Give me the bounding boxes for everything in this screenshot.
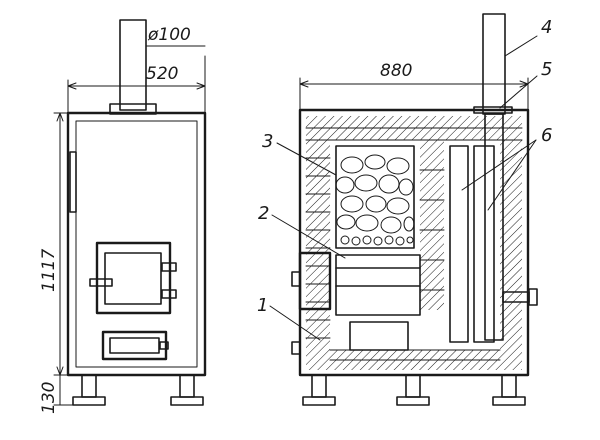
section-chimney-pipe	[482, 13, 506, 115]
section-leg-left	[311, 374, 327, 398]
heater-stones	[335, 154, 415, 246]
callout-5: 5	[541, 59, 552, 80]
firebox-door-outer	[95, 241, 172, 315]
callout-6: 6	[541, 125, 552, 146]
firebox-door-handle-bottom	[161, 289, 177, 299]
front-body-outer	[66, 111, 207, 377]
flue-damper-knob	[528, 288, 538, 306]
callout-3: 3	[262, 131, 273, 152]
brick-lining-left	[306, 140, 330, 370]
firebox-door-inner	[104, 252, 162, 305]
section-leg-left-foot	[302, 396, 336, 406]
ash-door-outer	[101, 330, 168, 361]
brick-partition	[420, 140, 444, 310]
section-leg-right	[501, 374, 517, 398]
internal-flue-pipe	[484, 113, 504, 341]
section-view: 880 3 2 1 4 5 6	[257, 13, 552, 406]
dim-front-width: 520	[146, 64, 178, 84]
callout-4: 4	[541, 17, 552, 38]
front-chimney-pipe	[119, 19, 147, 111]
callout-1: 1	[257, 295, 268, 316]
dim-flue-diameter: ø100	[147, 25, 191, 45]
front-leg-right-foot	[170, 396, 204, 406]
dim-side-width: 880	[380, 61, 412, 81]
dim-total-height: 1117	[39, 249, 59, 292]
ash-pit	[349, 321, 409, 351]
brick-lining-right	[500, 140, 522, 370]
front-hinge-bar	[69, 151, 77, 213]
dim-leg-height: 130	[39, 382, 59, 414]
firebox-chamber	[335, 254, 421, 316]
front-leg-left-foot	[72, 396, 106, 406]
section-leg-right-foot	[492, 396, 526, 406]
firebox-door-latch	[89, 278, 113, 287]
ash-door-knob	[159, 341, 169, 350]
callout-2: 2	[258, 203, 269, 224]
front-body-inner	[75, 120, 198, 368]
front-view: ø100 520 1117 130	[39, 19, 207, 414]
convection-channel-right	[473, 145, 495, 343]
front-leg-right	[179, 374, 195, 398]
firebox-door-handle-top	[161, 262, 177, 272]
section-ash-door-handle	[291, 341, 301, 355]
ash-door-inner	[109, 337, 160, 354]
stone-chamber	[335, 145, 415, 249]
section-leg-mid	[405, 374, 421, 398]
convection-channel-left	[449, 145, 469, 343]
front-leg-left	[81, 374, 97, 398]
section-firebox-door-handle	[291, 271, 301, 287]
section-leg-mid-foot	[396, 396, 430, 406]
top-plate-ring	[473, 106, 513, 114]
